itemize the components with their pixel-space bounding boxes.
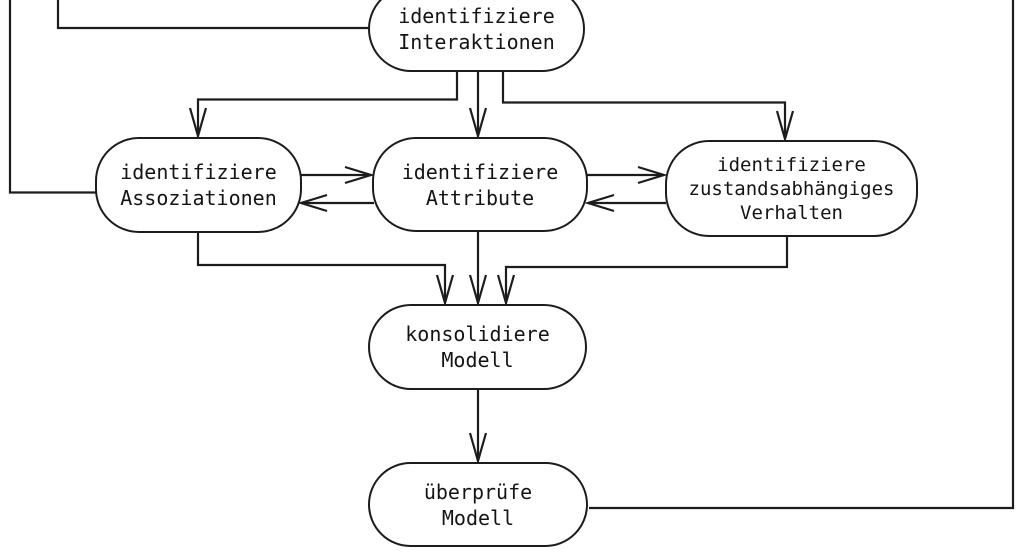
- edge-attribute-to-konsolidiere: [468, 231, 488, 308]
- arrowhead-down-icon: [468, 274, 488, 308]
- arrowhead-down-icon: [188, 107, 208, 141]
- edge-interaktionen-to-attribute: [468, 71, 488, 141]
- node-label-line: Assoziationen: [120, 186, 277, 210]
- node-label-line: identifiziere: [401, 159, 559, 184]
- node-identifiziere-attribute: identifiziere Attribute: [372, 137, 588, 232]
- edge-konsolidiere-to-ueberpruefe: [468, 389, 488, 466]
- edge-interaktionen-to-assoziationen: [188, 71, 459, 141]
- node-label-line: identifiziere: [398, 4, 555, 28]
- arrowhead-left-icon: [297, 193, 328, 213]
- node-label-line: zustandsabhängiges: [688, 177, 895, 200]
- arrowhead-right-icon: [637, 165, 668, 185]
- node-label-line: Interaktionen: [398, 30, 555, 54]
- edge-ueberpruefe-to-top: [589, 0, 1015, 510]
- arrowhead-down-icon: [468, 107, 488, 141]
- node-label-line: überprüfe: [423, 479, 533, 504]
- edge-interaktionen-to-verhalten: [501, 71, 795, 144]
- edge-verhalten-to-attribute: [584, 193, 666, 213]
- arrowhead-down-icon: [435, 274, 455, 308]
- node-ueberpruefe-modell: überprüfe Modell: [368, 462, 588, 547]
- node-konsolidiere-modell: konsolidiere Modell: [368, 304, 587, 390]
- edge-assoziationen-to-konsolidiere: [196, 232, 455, 308]
- node-label-line: identifiziere: [120, 160, 277, 184]
- node-label-line: Modell: [441, 505, 515, 530]
- node-label-line: konsolidiere: [405, 322, 550, 346]
- edge-assoziationen-to-top: [8, 0, 97, 194]
- edge-assoziationen-to-attribute: [301, 165, 375, 185]
- edge-interaktionen-to-top: [56, 0, 370, 30]
- arrowhead-right-icon: [344, 165, 375, 185]
- arrowhead-down-icon: [468, 432, 488, 466]
- arrowhead-left-icon: [584, 193, 615, 213]
- node-label-line: Verhalten: [740, 201, 843, 224]
- arrowhead-down-icon: [775, 110, 795, 144]
- node-identifiziere-zustandsabhaengiges-verhalten: identifiziere zustandsabhängiges Verhalt…: [665, 140, 918, 237]
- edge-attribute-to-assoziationen: [297, 193, 374, 213]
- node-identifiziere-interaktionen: identifiziere Interaktionen: [368, 0, 585, 72]
- node-label-line: identifiziere: [717, 153, 866, 176]
- node-label-line: Attribute: [425, 185, 535, 210]
- edge-attribute-to-verhalten: [587, 165, 668, 185]
- arrowhead-down-icon: [496, 274, 516, 308]
- node-label-line: Modell: [441, 348, 514, 372]
- edge-verhalten-to-konsolidiere: [496, 236, 789, 308]
- node-identifiziere-assoziationen: identifiziere Assoziationen: [95, 137, 302, 233]
